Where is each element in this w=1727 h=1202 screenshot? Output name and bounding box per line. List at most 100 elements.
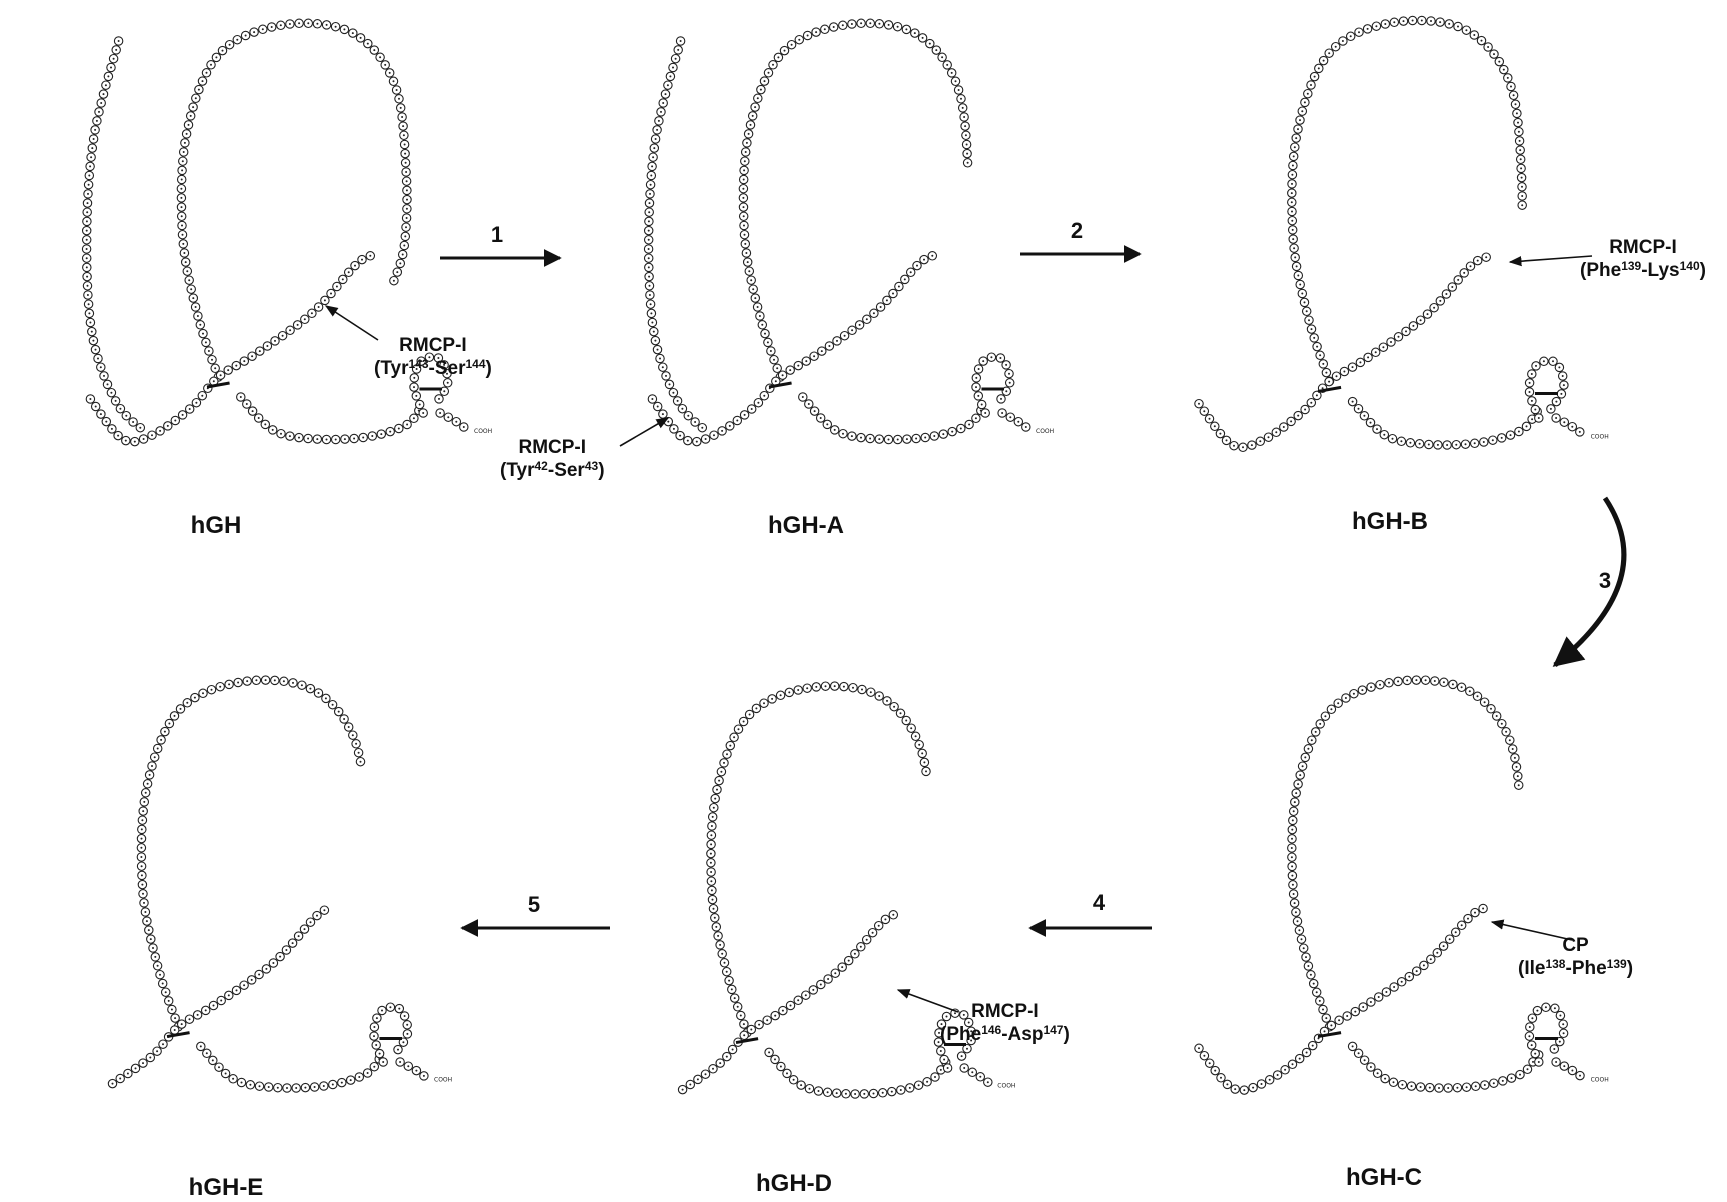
residue-dot [1363,415,1365,417]
residue-dot [162,983,164,985]
residue-dot [1503,69,1505,71]
residue-dot [943,1059,945,1061]
residue-dot [1214,1070,1216,1072]
residue-dot [761,324,763,326]
residue-dot [726,971,728,973]
residue-dot [1437,444,1439,446]
residue-dot [1555,417,1557,419]
residue-dot [343,28,345,30]
residue-dot [815,686,817,688]
residue-dot [1519,1074,1521,1076]
residue-dot [110,392,112,394]
residue-dot [292,942,294,944]
residue-dot [923,761,925,763]
residue-dot [780,694,782,696]
residue-dot [183,151,185,153]
residue-dot [966,1048,968,1050]
cleavage-site: (Tyr143-Ser144) [374,357,492,380]
residue-dot [870,691,872,693]
residue-dot [404,1015,406,1017]
residue-dot [135,1067,137,1069]
residue-dot [984,412,986,414]
residue-dot [1436,952,1438,954]
residue-dot [1563,384,1565,386]
residue-dot [103,93,105,95]
residue-dot [93,138,95,140]
residue-dot [268,1086,270,1088]
residue-dot [1299,284,1301,286]
residue-dot [145,792,147,794]
residue-dot [1483,441,1485,443]
residue-dot [292,682,294,684]
residue-dot [406,189,408,191]
residue-dot [197,315,199,317]
residue-dot [402,125,404,127]
residue-dot [924,437,926,439]
residue-dot [770,350,772,352]
residue-dot [721,430,723,432]
residue-dot [1429,1087,1431,1089]
residue-dot [1294,902,1296,904]
residue-dot [813,355,815,357]
residue-dot [1516,766,1518,768]
residue-dot [744,243,746,245]
residue-dot [650,312,652,314]
residue-dot [757,402,759,404]
residue-dot [304,928,306,930]
residue-dot [324,299,326,301]
c-terminus-label: COOH [1591,433,1609,440]
residue-dot [105,421,107,423]
residue-dot [198,89,200,91]
residue-dot [246,680,248,682]
residue-dot [760,89,762,91]
residue-dot [1311,739,1313,741]
residue-dot [1501,723,1503,725]
residue-dot [651,322,653,324]
residue-dot [1269,1079,1271,1081]
residue-dot [139,427,141,429]
residue-dot [119,1078,121,1080]
residue-dot [648,220,650,222]
chain-hgh-c: COOH [1195,676,1609,1094]
residue-dot [1291,174,1293,176]
residue-dot [389,431,391,433]
residue-dot [774,1015,776,1017]
residue-dot [1295,792,1297,794]
pointer-hgha-tyr42 [620,418,668,446]
residue-dot [195,306,197,308]
residue-dot [826,423,828,425]
residue-dot [1226,1083,1228,1085]
residue-dot [348,726,350,728]
residue-dot [759,315,761,317]
residue-dot [1555,1061,1557,1063]
residue-dot [1521,195,1523,197]
residue-dot [713,434,715,436]
cleavage-annotation-hgh-d: RMCP-I (Phe146-Asp147) [940,1000,1070,1046]
residue-dot [968,424,970,426]
residue-dot [211,359,213,361]
residue-dot [188,124,190,126]
residue-dot [726,1056,728,1058]
residue-dot [941,56,943,58]
residue-dot [652,156,654,158]
residue-dot [1291,865,1293,867]
residue-dot [860,946,862,948]
residue-dot [1423,964,1425,966]
residue-dot [398,1008,400,1010]
residue-dot [1512,748,1514,750]
reaction-arrows [440,254,1624,928]
residue-dot [140,856,142,858]
residue-dot [1560,393,1562,395]
residue-dot [184,142,186,144]
residue-dot [1579,1075,1581,1077]
residue-dot [1515,103,1517,105]
residue-dot [1401,1084,1403,1086]
residue-dot [259,350,261,352]
residue-dot [110,67,112,69]
residue-dot [1406,679,1408,681]
residue-dot [696,441,698,443]
residue-dot [981,404,983,406]
residue-dot [1294,256,1296,258]
residue-dot [672,67,674,69]
residue-dot [229,44,231,46]
